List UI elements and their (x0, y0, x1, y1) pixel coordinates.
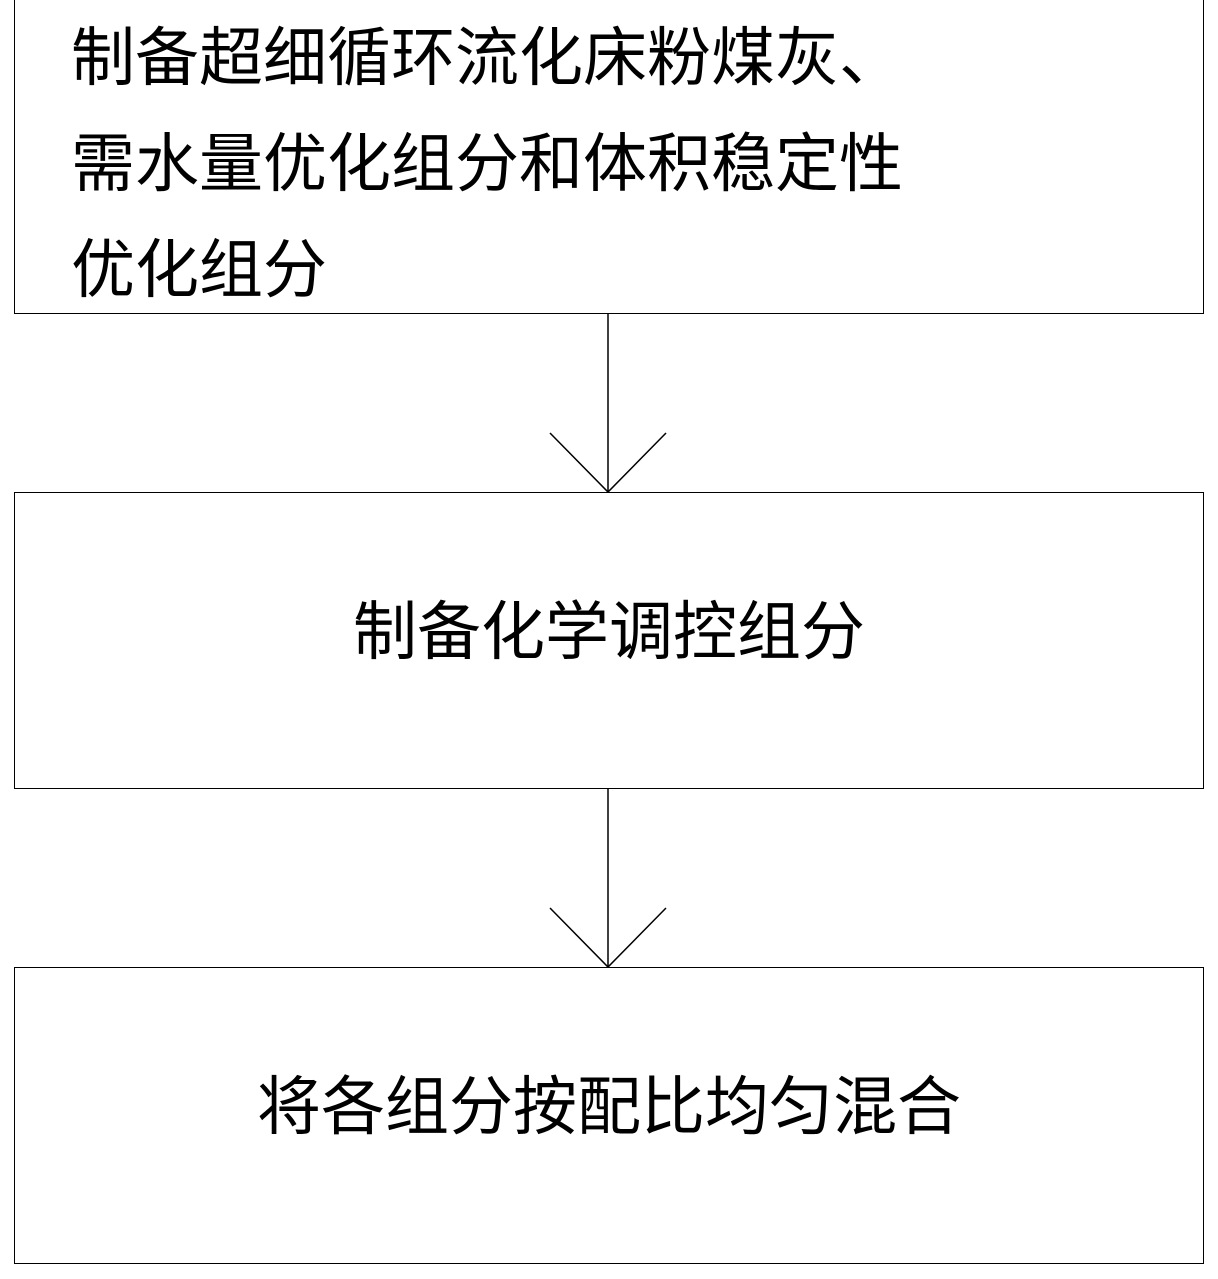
step-box-2: 制备化学调控组分 (14, 492, 1204, 789)
step-1-line-1: 制备超细循环流化床粉煤灰、 (71, 22, 903, 96)
arrow-1 (549, 314, 667, 494)
step-3-text: 将各组分按配比均匀混合 (257, 1071, 961, 1145)
step-1-line-3: 优化组分 (71, 234, 327, 308)
arrow-2 (549, 789, 667, 969)
step-1-line-2: 需水量优化组分和体积稳定性 (71, 128, 903, 202)
step-box-3: 将各组分按配比均匀混合 (14, 967, 1204, 1264)
step-2-text: 制备化学调控组分 (353, 596, 865, 670)
step-box-1: 制备超细循环流化床粉煤灰、 需水量优化组分和体积稳定性 优化组分 (14, 0, 1204, 314)
